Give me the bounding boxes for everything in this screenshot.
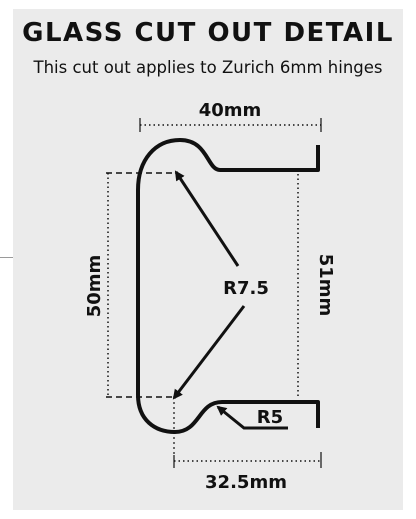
small-radius-label: R5 [257, 407, 283, 428]
top-width-dimension [139, 118, 322, 132]
corner-radius-label: R7.5 [223, 278, 269, 299]
page-subtitle: This cut out applies to Zurich 6mm hinge… [33, 58, 383, 77]
diagram-panel [13, 9, 403, 510]
page-title: GLASS CUT OUT DETAIL [22, 18, 394, 48]
bottom-width-dimension [173, 402, 322, 468]
left-height-label: 50mm [84, 255, 105, 318]
top-width-label: 40mm [199, 100, 262, 121]
cutout-outline [136, 138, 320, 434]
corner-radius-arrows [172, 170, 246, 400]
small-radius-leader [216, 405, 288, 430]
side-divider-line [0, 257, 13, 258]
bottom-width-label: 32.5mm [205, 472, 287, 493]
left-height-dimension [106, 172, 172, 398]
right-height-label: 51mm [315, 254, 336, 317]
